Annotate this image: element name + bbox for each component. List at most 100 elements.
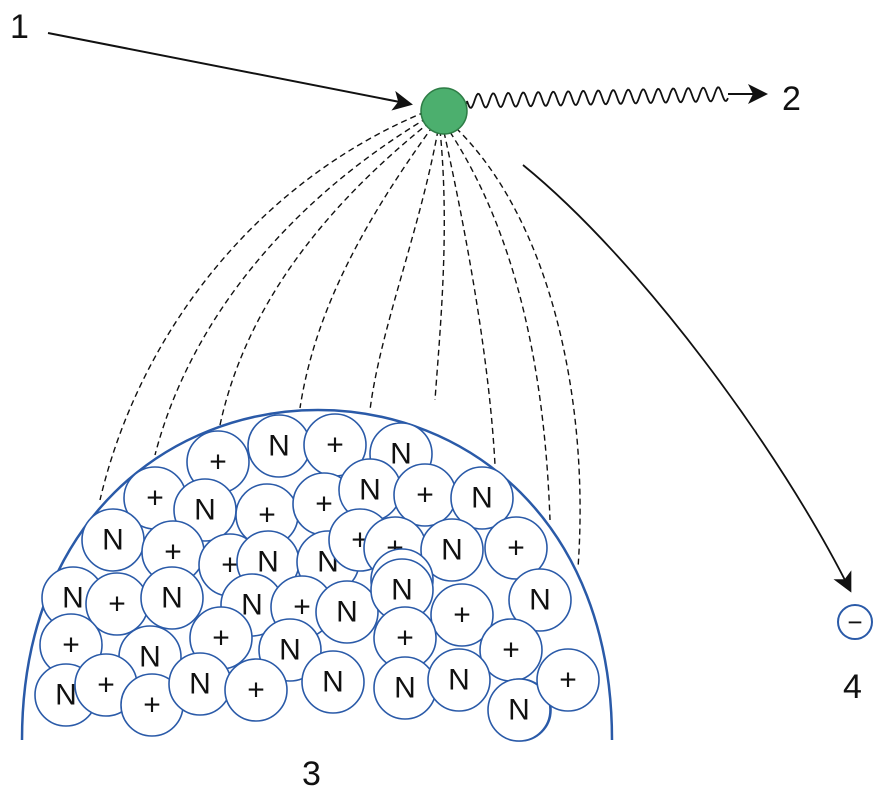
neutron-symbol: N <box>448 664 470 697</box>
neutron-symbol: N <box>322 666 344 699</box>
neutron-circle <box>450 466 514 530</box>
neutron: N <box>508 568 572 632</box>
proton: + <box>536 648 600 712</box>
proton: + <box>235 483 299 547</box>
label-4: 4 <box>843 668 862 706</box>
neutron-circle <box>315 580 379 644</box>
proton-symbol: + <box>212 622 230 655</box>
incoming-particle-arrow <box>47 32 413 111</box>
nucleus-boundary <box>20 408 614 741</box>
field-line <box>219 121 431 426</box>
proton-symbol: + <box>293 591 311 624</box>
proton-symbol: + <box>507 532 525 565</box>
proton-symbol: + <box>108 588 126 621</box>
neutron: N <box>81 508 145 572</box>
neutron-symbol: N <box>390 438 412 471</box>
neutron: N <box>247 414 311 478</box>
neutron-symbol: N <box>336 596 358 629</box>
neutron: N <box>301 650 365 714</box>
neutron-symbol: N <box>102 524 124 557</box>
neutron-symbol: N <box>394 672 416 705</box>
proton: + <box>224 658 288 722</box>
proton-circle <box>536 648 600 712</box>
neutron: N <box>373 656 437 720</box>
neutron-symbol: N <box>279 634 301 667</box>
projectile-particle <box>420 87 468 135</box>
neutron-circle <box>140 566 204 630</box>
proton-symbol: + <box>502 634 520 667</box>
proton-symbol: + <box>258 499 276 532</box>
proton: + <box>120 673 184 737</box>
neutron-symbol: N <box>471 482 493 515</box>
neutron-symbol: N <box>391 574 413 607</box>
proton: + <box>85 572 149 636</box>
neutron-symbol: N <box>62 582 84 615</box>
neutron-circle <box>301 650 365 714</box>
proton-symbol: + <box>143 689 161 722</box>
neutron-symbol: N <box>508 694 530 727</box>
proton: + <box>141 520 205 584</box>
neutron-symbol: N <box>241 589 263 622</box>
electron <box>837 604 873 640</box>
proton-symbol: + <box>396 622 414 655</box>
field-line <box>99 111 426 501</box>
neutron-symbol: N <box>55 679 77 712</box>
proton-symbol: + <box>62 629 80 662</box>
neutron-symbol: N <box>189 668 211 701</box>
proton: + <box>186 430 250 494</box>
field-line <box>449 131 551 521</box>
neutron: N <box>168 652 232 716</box>
proton-symbol: + <box>209 446 227 479</box>
field-line <box>299 125 434 409</box>
electron-symbol: − <box>847 607 862 637</box>
label-2: 2 <box>782 80 801 118</box>
field-line <box>443 131 496 466</box>
proton: + <box>303 413 367 477</box>
proton-symbol: + <box>315 488 333 521</box>
neutron-symbol: N <box>268 430 290 463</box>
proton-circle <box>430 583 494 647</box>
nucleus: +N+N+N++N+NN++NN++NN+N+NN+NN+N+N+NN++N++… <box>34 413 600 742</box>
emitted-radiation-wave <box>466 86 729 109</box>
neutron: N <box>487 678 551 742</box>
neutron: N <box>420 518 484 582</box>
proton-symbol: + <box>247 674 265 707</box>
proton-circle <box>484 516 548 580</box>
proton: + <box>430 583 494 647</box>
neutron-circle <box>427 648 491 712</box>
neutron-symbol: N <box>529 584 551 617</box>
neutron-circle <box>420 518 484 582</box>
field-line <box>455 127 581 569</box>
field-line <box>369 129 439 411</box>
field-lines <box>99 111 581 569</box>
proton-circle <box>224 658 288 722</box>
neutron: N <box>338 458 402 522</box>
proton-symbol: + <box>326 429 344 462</box>
proton-symbol: + <box>97 669 115 702</box>
proton-symbol: + <box>453 599 471 632</box>
neutron: N <box>450 466 514 530</box>
proton-symbol: + <box>146 482 164 515</box>
proton: + <box>479 618 543 682</box>
label-3: 3 <box>302 755 321 791</box>
neutron-symbol: N <box>257 546 279 579</box>
neutron-circle <box>508 568 572 632</box>
neutron-symbol: N <box>359 474 381 507</box>
electron-trajectory-arrow <box>522 164 852 593</box>
neutron: N <box>140 566 204 630</box>
field-line <box>154 117 428 456</box>
field-line <box>434 129 445 401</box>
proton-symbol: + <box>164 536 182 569</box>
neutron-symbol: N <box>139 641 161 674</box>
proton-symbol: + <box>221 549 239 582</box>
neutron-symbol: N <box>441 534 463 567</box>
proton: + <box>484 516 548 580</box>
neutron-symbol: N <box>194 494 216 527</box>
proton-symbol: + <box>416 479 434 512</box>
proton: + <box>393 463 457 527</box>
proton-symbol: + <box>559 664 577 697</box>
neutron: N <box>315 580 379 644</box>
neutron: N <box>427 648 491 712</box>
